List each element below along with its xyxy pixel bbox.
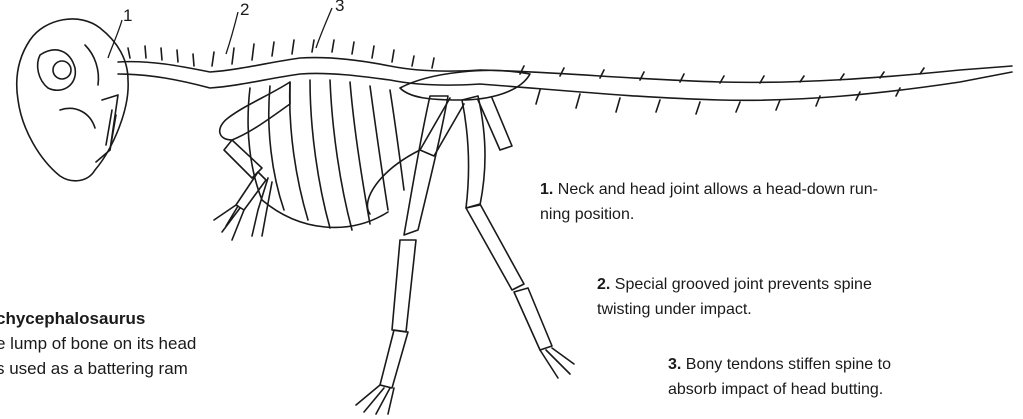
species-caption-line-2: s used as a battering ram bbox=[0, 356, 316, 381]
callout-2-leader bbox=[226, 12, 238, 54]
note-1-line-2: ning position. bbox=[540, 206, 634, 223]
note-2-number: 2. bbox=[597, 276, 610, 293]
note-grooved-joint: 2. Special grooved joint prevents spine … bbox=[597, 272, 997, 322]
note-3-line-2: absorb impact of head butting. bbox=[668, 381, 883, 398]
note-neck-joint: 1. Neck and head joint allows a head-dow… bbox=[540, 177, 1010, 227]
callout-number-2: 2 bbox=[240, 0, 249, 20]
pelvis bbox=[367, 70, 530, 214]
hindlimb-front bbox=[356, 96, 448, 414]
skull bbox=[17, 19, 128, 181]
note-2-line-2: twisting under impact. bbox=[597, 301, 752, 318]
callout-1-leader bbox=[108, 20, 122, 58]
note-3-number: 3. bbox=[668, 356, 681, 373]
note-1-line-1: Neck and head joint allows a head-down r… bbox=[558, 181, 878, 198]
species-caption: chycephalosaurus e lump of bone on its h… bbox=[0, 306, 316, 381]
hindlimb-rear bbox=[462, 96, 574, 378]
callout-leaders bbox=[108, 8, 332, 58]
callout-3-leader bbox=[316, 8, 332, 48]
note-3-line-1: Bony tendons stiffen spine to bbox=[686, 356, 891, 373]
ribcage bbox=[248, 80, 404, 230]
note-1-number: 1. bbox=[540, 181, 553, 198]
species-caption-line-1: e lump of bone on its head bbox=[0, 331, 316, 356]
species-name: chycephalosaurus bbox=[0, 306, 316, 331]
note-bony-tendons: 3. Bony tendons stiffen spine to absorb … bbox=[668, 352, 1008, 402]
callout-number-1: 1 bbox=[123, 6, 132, 26]
note-2-line-1: Special grooved joint prevents spine bbox=[615, 276, 872, 293]
callout-number-3: 3 bbox=[335, 0, 344, 16]
